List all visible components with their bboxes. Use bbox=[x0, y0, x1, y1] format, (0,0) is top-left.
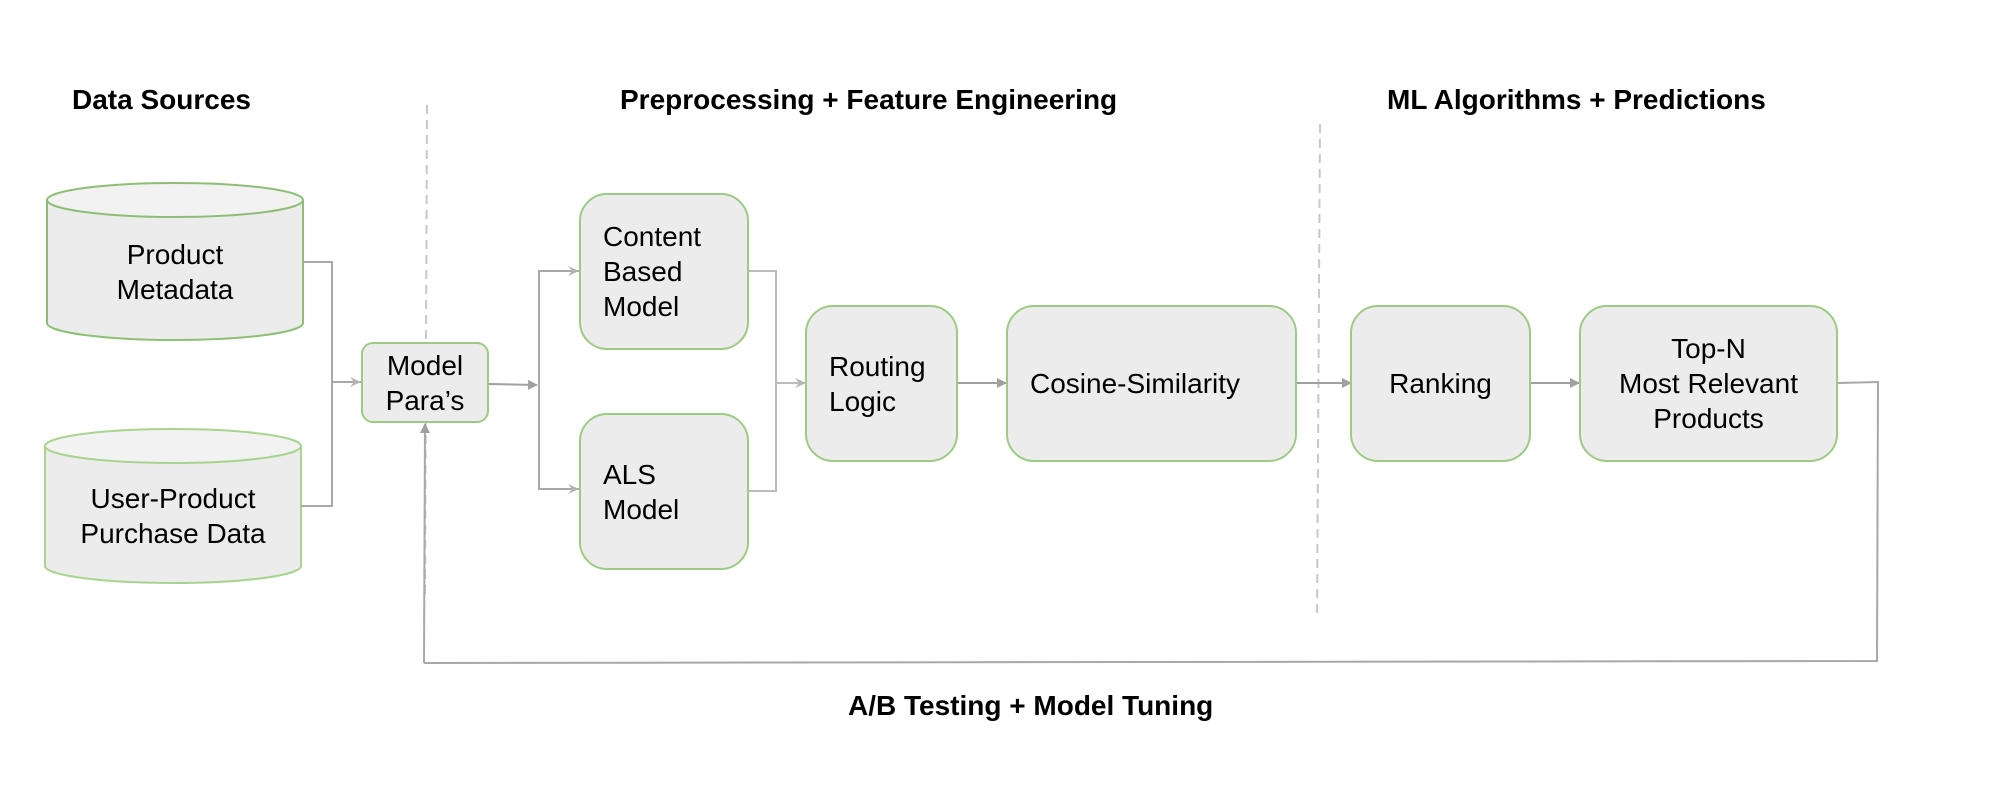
node-routing-logic: Routing Logic bbox=[805, 305, 958, 462]
node-als-model: ALS Model bbox=[579, 413, 749, 570]
node-cosine-similarity: Cosine-Similarity bbox=[1006, 305, 1297, 462]
feedback-loop-connector bbox=[423, 380, 1880, 664]
node-als-label: ALS Model bbox=[603, 458, 680, 525]
arrow-feedback-to-params bbox=[419, 423, 430, 664]
arrow-params-to-split bbox=[487, 379, 538, 390]
node-cosine-label: Cosine-Similarity bbox=[1030, 368, 1241, 399]
merge-connector bbox=[748, 270, 777, 492]
cylinder-purchase-data bbox=[44, 428, 302, 584]
connector-purchase bbox=[301, 382, 333, 507]
node-topn-label: Top-N Most Relevant Products bbox=[1619, 333, 1798, 434]
node-content-label: Content Based Model bbox=[603, 221, 702, 322]
connector-metadata bbox=[303, 261, 333, 382]
cylinder-product-metadata bbox=[46, 182, 304, 341]
feedback-label: A/B Testing + Model Tuning bbox=[848, 690, 1214, 721]
node-ranking-label: Ranking bbox=[1389, 368, 1492, 399]
section-title-data-sources: Data Sources bbox=[72, 84, 251, 115]
node-model-params: Model Para’s bbox=[361, 342, 489, 423]
split-connector bbox=[538, 270, 579, 490]
node-model-params-label: Model Para’s bbox=[385, 349, 465, 416]
source-purchase-data: User-Product Purchase Data bbox=[80, 483, 266, 549]
node-content-based-model: Content Based Model bbox=[579, 193, 749, 350]
node-top-n-products: Top-N Most Relevant Products bbox=[1579, 305, 1838, 462]
source-product-metadata: Product Metadata bbox=[116, 239, 234, 305]
section-title-preprocessing: Preprocessing + Feature Engineering bbox=[620, 84, 1118, 115]
node-routing-label: Routing Logic bbox=[829, 350, 926, 417]
divider-right bbox=[1316, 123, 1321, 619]
section-title-ml: ML Algorithms + Predictions bbox=[1387, 84, 1766, 115]
node-ranking: Ranking bbox=[1350, 305, 1531, 462]
